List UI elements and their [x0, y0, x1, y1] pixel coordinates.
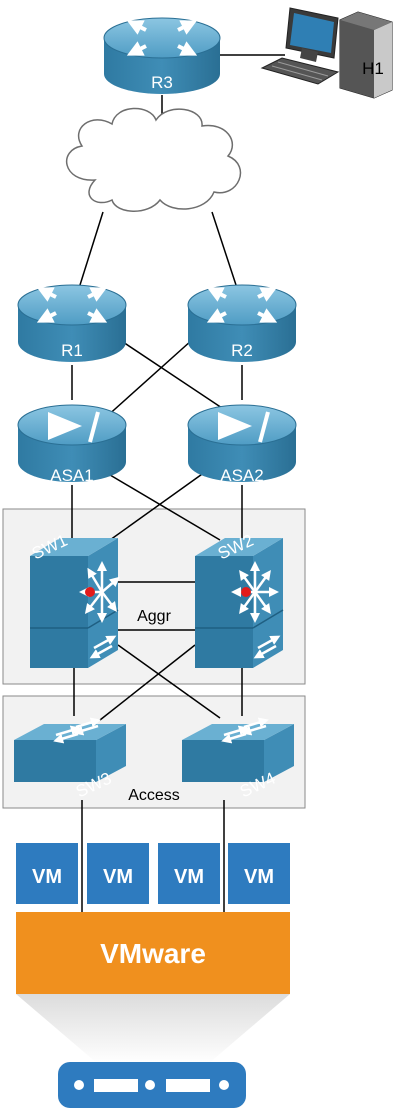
vm-3-label: VM	[174, 866, 204, 888]
switch-sw1[interactable]: SW1	[29, 531, 120, 668]
vm-2[interactable]: VM	[87, 843, 149, 904]
aggregation-label: Aggr	[137, 608, 171, 625]
router-r3-label: R3	[151, 73, 173, 92]
switch-icon	[182, 717, 294, 782]
vm-1[interactable]: VM	[16, 843, 78, 904]
switch-sw4[interactable]: SW4	[182, 717, 294, 801]
firewall-icon	[187, 404, 297, 482]
vm-2-label: VM	[103, 866, 133, 888]
router-r2[interactable]: R2	[187, 284, 297, 362]
router-r1[interactable]: R1	[17, 284, 127, 362]
cloud-icon	[65, 107, 242, 212]
vm-4-label: VM	[244, 866, 274, 888]
vm-4[interactable]: VM	[228, 843, 290, 904]
router-icon	[17, 284, 127, 362]
projection-funnel	[16, 994, 290, 1064]
switch-icon	[14, 717, 126, 782]
host-h1[interactable]: H1	[260, 7, 393, 99]
hypervisor-label: VMware	[100, 938, 206, 969]
switch-sw2[interactable]: SW2	[195, 531, 284, 668]
firewall-asa2[interactable]: ASA2	[187, 404, 297, 485]
server-icon	[58, 1062, 246, 1108]
router-r2-label: R2	[231, 341, 253, 360]
vm-1-label: VM	[32, 866, 62, 888]
router-icon	[187, 284, 297, 362]
router-r3[interactable]: R3	[103, 17, 221, 94]
firewall-asa2-label: ASA2	[220, 466, 263, 485]
router-icon	[103, 17, 221, 94]
multilayer-switch-icon	[195, 538, 284, 668]
firewall-asa1[interactable]: ASA1	[17, 404, 127, 485]
pc-icon	[260, 7, 393, 99]
router-r1-label: R1	[61, 341, 83, 360]
host-h1-label: H1	[362, 59, 384, 78]
hypervisor-vmware[interactable]: VMware	[16, 912, 290, 994]
firewall-icon	[17, 404, 127, 482]
vm-3[interactable]: VM	[158, 843, 220, 904]
physical-server[interactable]	[16, 994, 290, 1108]
firewall-asa1-label: ASA1	[50, 466, 93, 485]
access-label: Access	[128, 787, 180, 804]
multilayer-switch-icon	[30, 538, 120, 668]
